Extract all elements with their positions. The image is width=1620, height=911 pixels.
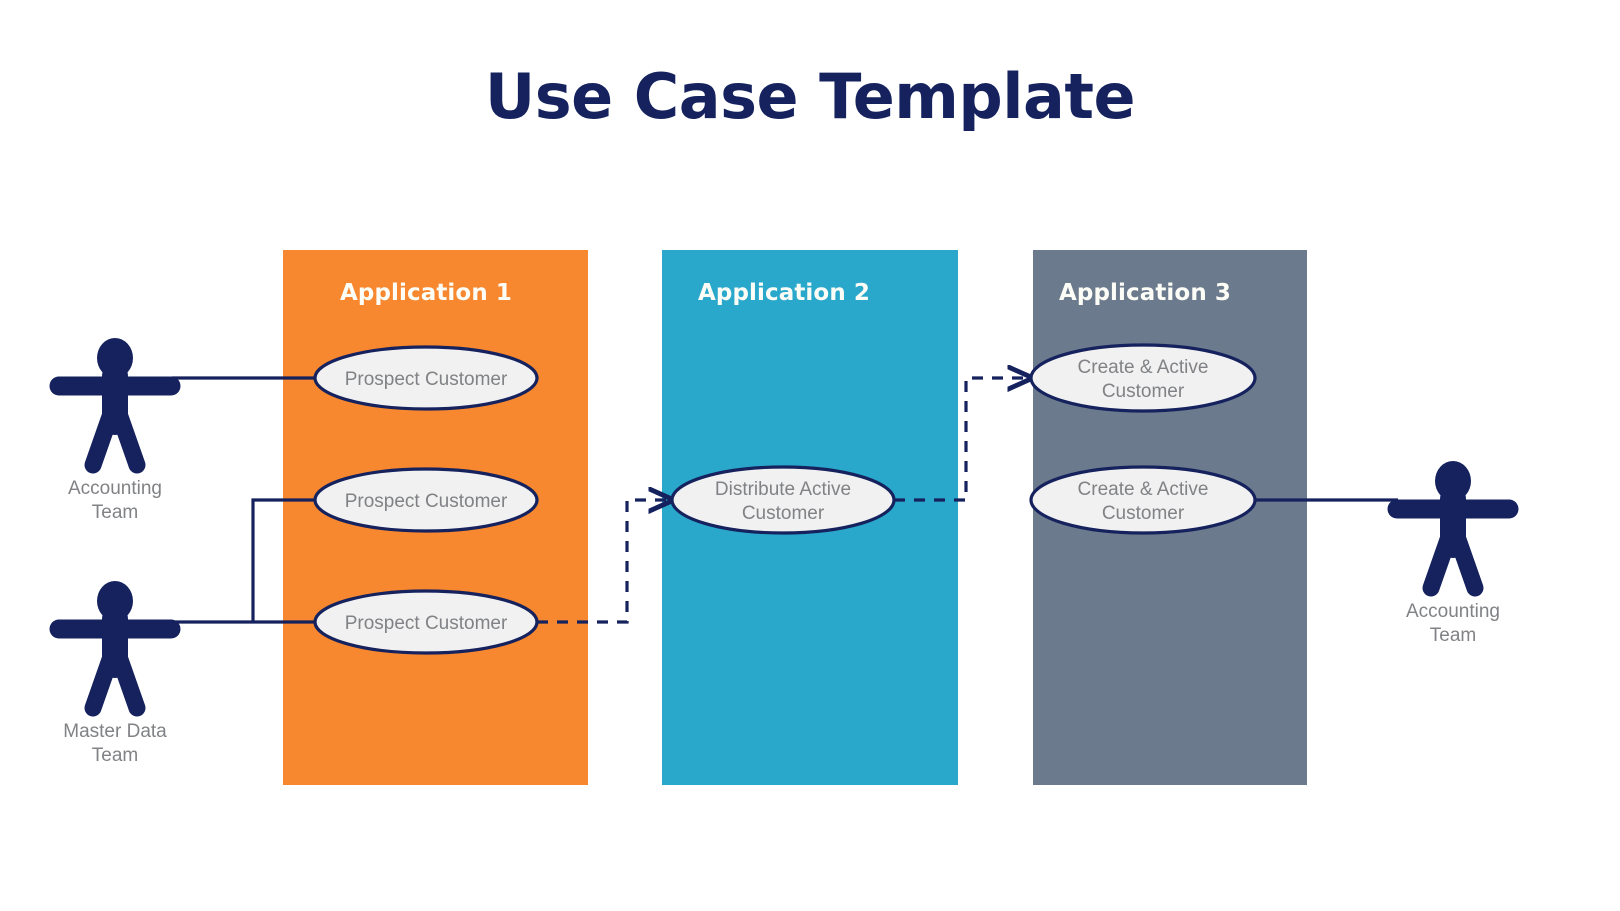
use-case-ellipse <box>670 465 896 535</box>
panel-title: Application 3 <box>1059 280 1231 306</box>
actor-label: Team <box>1430 625 1476 646</box>
connector-conn-masterdata-branch-to-prospect-2[interactable] <box>251 498 315 622</box>
actor-figure-icon <box>49 338 181 474</box>
connector-conn-distribute-to-create-1[interactable] <box>894 378 1031 502</box>
actor-label: Accounting <box>68 478 162 499</box>
use-case-label: Customer <box>1102 381 1185 402</box>
use-case-label: Customer <box>742 503 825 524</box>
use-case-ellipse <box>1029 465 1257 535</box>
actor-figure-icon <box>49 581 181 717</box>
connector-conn-prospect-3-to-distribute[interactable] <box>537 500 672 624</box>
connectors-layer <box>172 378 1398 624</box>
actor-label: Master Data <box>63 721 167 742</box>
panel-title: Application 1 <box>340 280 512 306</box>
use-case-ellipse <box>1029 343 1257 413</box>
actor-figure-icon <box>1387 461 1519 597</box>
actor-label: Team <box>92 745 138 766</box>
use-case-uc-prospect-1[interactable]: Prospect Customer <box>313 345 539 411</box>
use-case-ellipse <box>313 345 539 411</box>
use-case-uc-prospect-2[interactable]: Prospect Customer <box>313 467 539 533</box>
actor-label: Team <box>92 502 138 523</box>
use-case-ellipse <box>313 589 539 655</box>
use-case-uc-prospect-3[interactable]: Prospect Customer <box>313 589 539 655</box>
panel-application-2[interactable]: Application 2 <box>662 250 958 785</box>
use-case-ellipse <box>313 467 539 533</box>
use-case-label: Create & Active <box>1078 479 1209 500</box>
use-case-label: Customer <box>1102 503 1185 524</box>
use-case-label: Create & Active <box>1078 357 1209 378</box>
use-case-label: Prospect Customer <box>345 613 508 634</box>
use-case-label: Distribute Active <box>715 479 851 500</box>
use-case-label: Prospect Customer <box>345 369 508 390</box>
page-title: Use Case Template <box>484 60 1136 133</box>
actor-label: Accounting <box>1406 601 1500 622</box>
use-case-label: Prospect Customer <box>345 491 508 512</box>
panel-title: Application 2 <box>698 280 870 306</box>
